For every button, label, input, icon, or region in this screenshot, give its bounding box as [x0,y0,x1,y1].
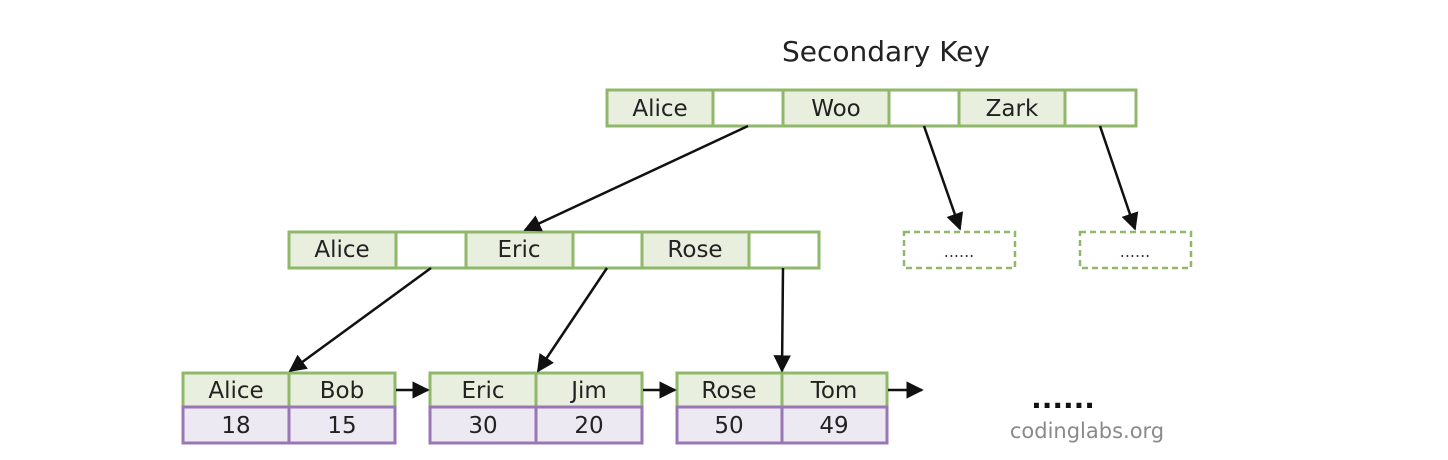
tree-edge-arrow [536,267,609,373]
leaf-value-label: 49 [819,413,848,439]
internal-key-cell [464,230,575,270]
tree-edge-arrow [773,267,791,373]
root-key-cell [605,88,715,128]
leaf-key-label: Alice [208,378,263,404]
internal-pointer-cell [571,230,644,270]
leaf-key-cell [181,371,291,409]
tree-edge-arrow [922,125,964,231]
leaf-key-label: Eric [461,378,504,404]
leaf-key-cell [287,371,397,409]
leaf-node: Alice Bob 18 15 [181,371,397,445]
internal-key-label: Alice [314,237,369,263]
leaf-node: Rose Tom 50 49 [675,371,889,445]
root-pointer-cell [711,88,785,128]
leaf-value-cell [675,405,784,445]
internal-key-label: Eric [497,237,540,263]
leaf-key-label: Bob [320,378,364,404]
leaf-value-label: 20 [574,413,603,439]
leaf-value-label: 30 [468,413,497,439]
leaf-key-label: Rose [701,378,756,404]
leaf-value-cell [534,405,644,445]
leaf-value-label: 15 [327,413,356,439]
placeholder-node: ...... [1078,230,1193,270]
tree-edge-arrow [288,266,432,373]
more-leaves-indicator: ...... [1031,382,1095,415]
root-key-cell [957,88,1067,128]
leaf-key-label: Tom [810,378,858,404]
root-pointer-cell [1063,88,1138,128]
watermark: codinglabs.org [1010,419,1164,443]
tree-edge-arrow [523,124,749,232]
root-key-label: Zark [986,96,1039,122]
internal-pointer-cell [747,230,821,270]
internal-pointer-cell [394,230,468,270]
leaf-node: Eric Jim 30 20 [428,371,644,445]
tree-edge-arrow [1098,125,1139,231]
internal-node: Alice Eric Rose [287,230,821,270]
root-node: Alice Woo Zark [605,88,1138,128]
internal-key-label: Rose [667,237,722,263]
placeholder-node: ...... [902,230,1017,270]
root-pointer-cell [887,88,961,128]
leaf-value-cell [780,405,889,445]
placeholder-node-label: ...... [944,242,975,261]
placeholder-node-label: ...... [1120,242,1151,261]
placeholder-node-box [902,230,1017,270]
root-key-cell [781,88,891,128]
leaf-value-cell [287,405,397,445]
root-key-label: Woo [811,96,861,122]
root-key-label: Alice [632,96,687,122]
diagram-title: Secondary Key [782,35,990,68]
leaf-key-label: Jim [569,378,607,404]
leaf-value-cell [428,405,538,445]
leaf-value-label: 50 [714,413,743,439]
leaf-value-cell [181,405,291,445]
leaf-value-label: 18 [221,413,250,439]
placeholder-node-box [1078,230,1193,270]
